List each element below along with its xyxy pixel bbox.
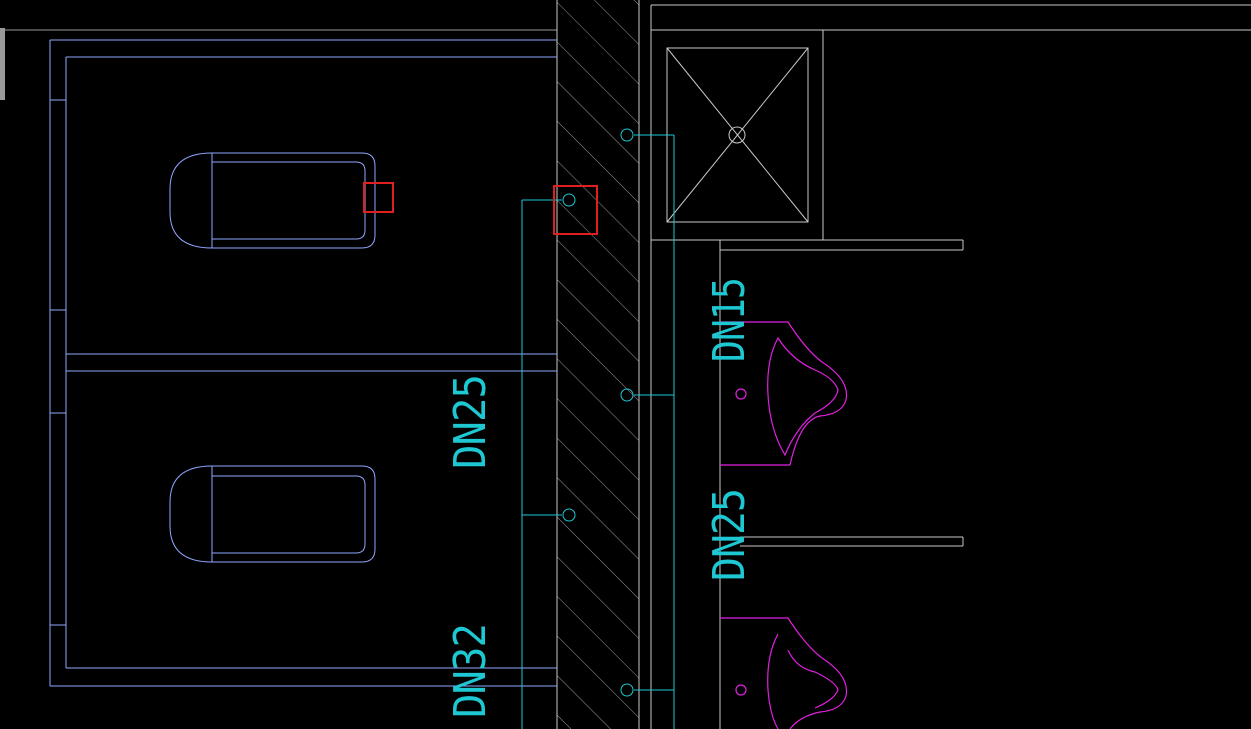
- toilet-stalls: [49, 39, 557, 687]
- highlight-box: [553, 185, 598, 235]
- pipe-label-dn25-right: DN25: [704, 489, 755, 581]
- pipe-outlet-icon: [562, 128, 634, 697]
- wash-basin-icon: [720, 617, 848, 729]
- floor-drain-icon: [666, 47, 809, 223]
- right-room-walls: [650, 4, 1251, 729]
- water-supply-pipes: [521, 134, 675, 729]
- hatched-wall: [556, 0, 640, 729]
- squat-toilet-icon: [169, 465, 376, 563]
- pipe-label-dn25-left: DN25: [445, 375, 496, 469]
- pipe-label-dn15: DN15: [704, 278, 755, 362]
- highlight-box: [363, 182, 394, 213]
- pipe-label-dn32: DN32: [445, 624, 496, 718]
- wash-basin-icon: [720, 321, 848, 466]
- viewport-edge-marker: [0, 28, 5, 100]
- squat-toilet-icon: [169, 152, 376, 249]
